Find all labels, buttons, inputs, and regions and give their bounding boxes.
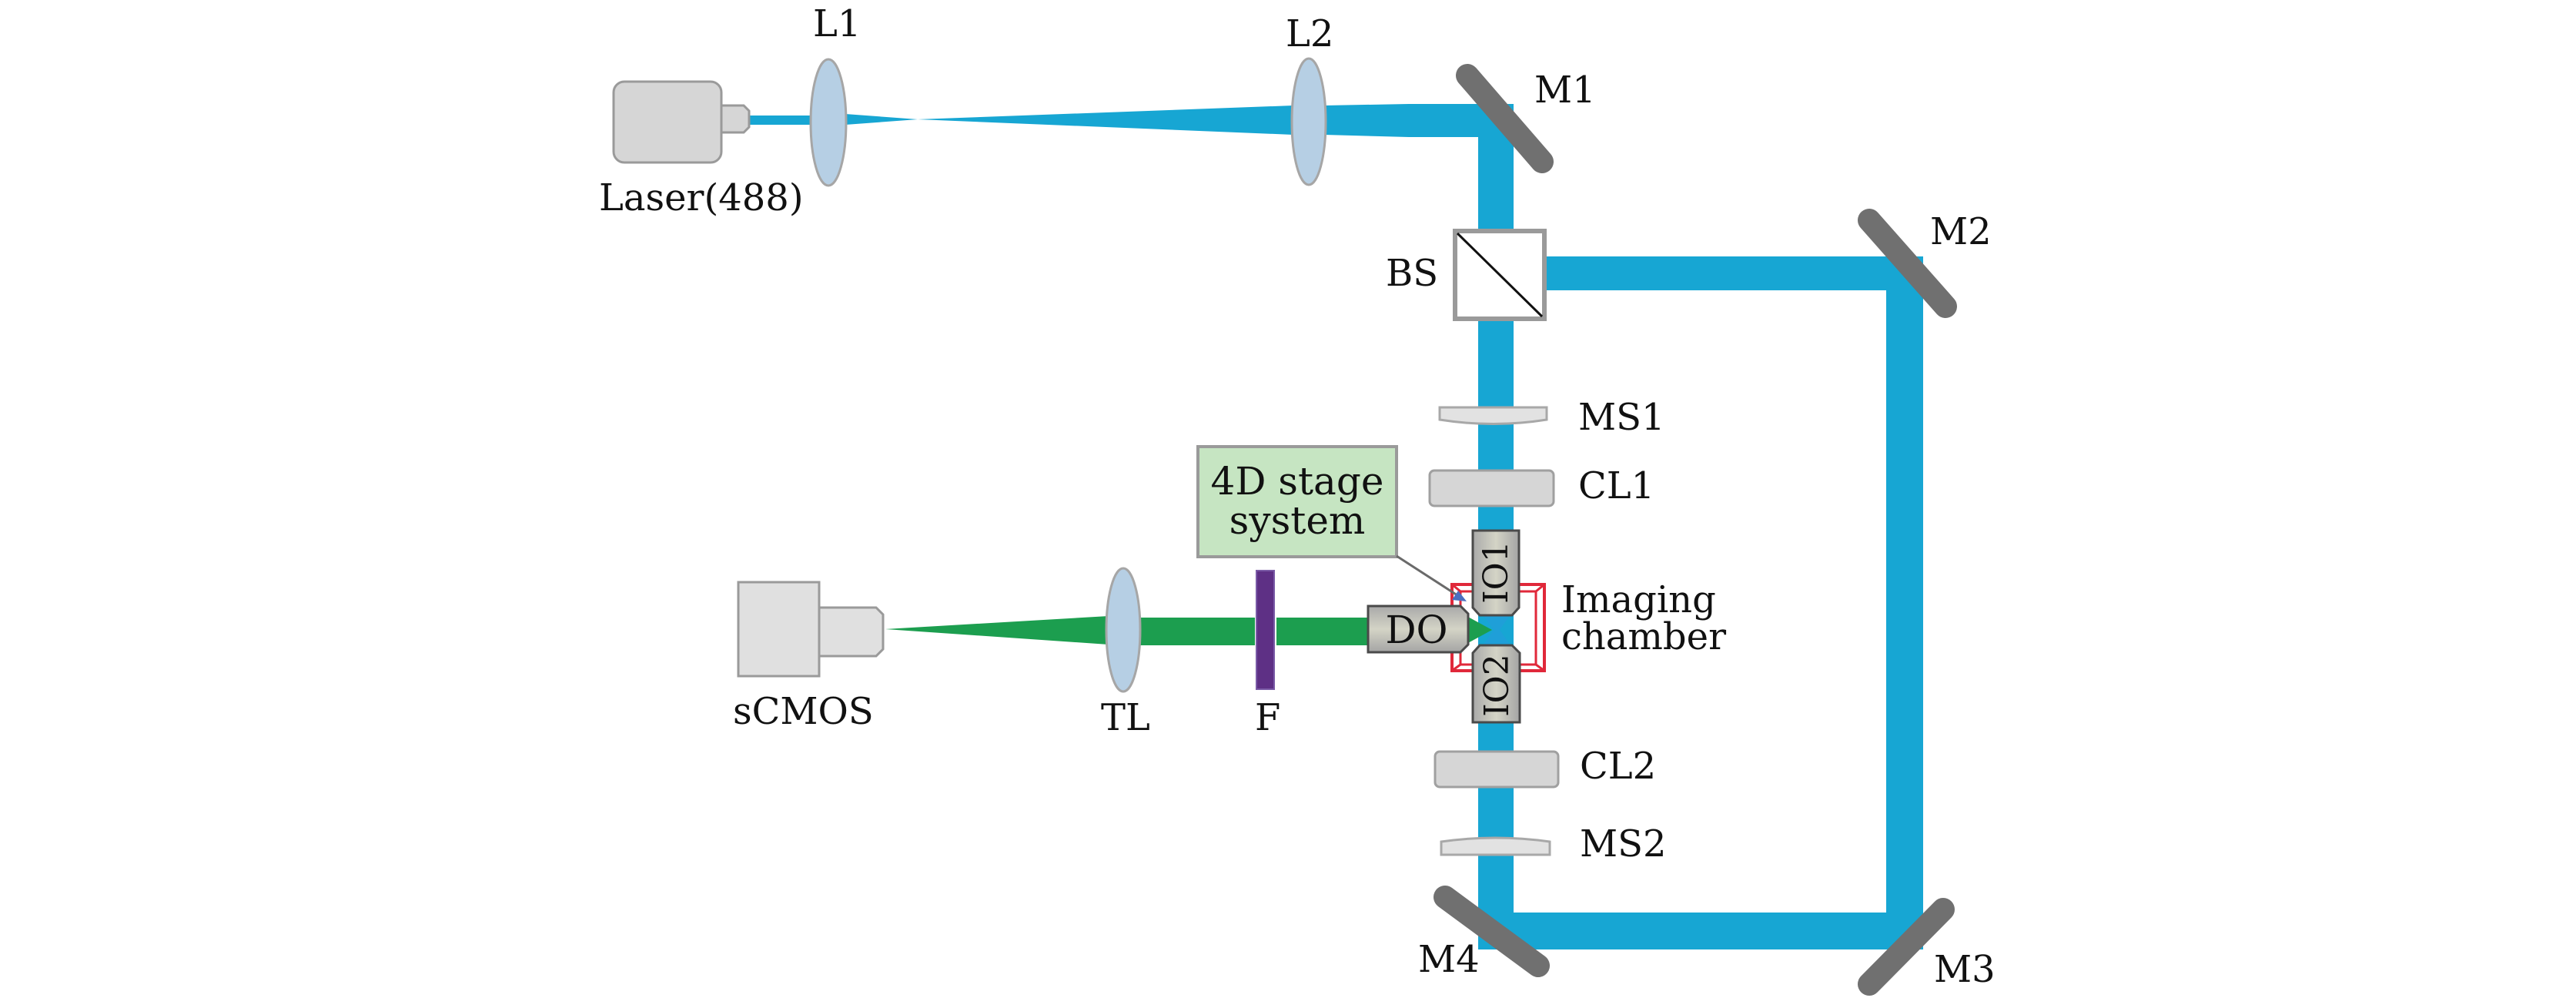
io1-body xyxy=(1471,529,1521,617)
cl1-lens xyxy=(1428,469,1555,507)
camera-body xyxy=(737,581,821,678)
cl1-label: CL1 xyxy=(1578,464,1654,507)
mirror-m1: M1 xyxy=(1456,64,1596,173)
stage-label-line2: system xyxy=(1229,498,1366,543)
beam-tl-to-filter xyxy=(1138,618,1255,645)
lens-l2: L2 xyxy=(1286,12,1333,186)
m3-label: M3 xyxy=(1934,948,1996,991)
laser-label: Laser(488) xyxy=(599,176,804,219)
beam-l2-to-m1 xyxy=(1324,104,1514,137)
beam-splitter: BS xyxy=(1386,229,1547,321)
mask-ms1: MS1 xyxy=(1438,396,1665,439)
do-body xyxy=(1367,604,1470,654)
m2-label: M2 xyxy=(1930,210,1992,253)
lens-icon xyxy=(809,58,848,187)
light-sheet-focus xyxy=(1483,615,1510,645)
illumination-objective-io2: IO2 xyxy=(1471,644,1521,724)
mirror-m2: M2 xyxy=(1858,209,1992,318)
laser: Laser(488) xyxy=(599,80,804,219)
stage-system: 4D stage system xyxy=(1196,445,1467,601)
emission-beam xyxy=(885,616,1370,645)
beam-bs-to-m2 xyxy=(1544,256,1923,290)
chamber-edge xyxy=(1535,663,1545,672)
scmos-camera: sCMOS xyxy=(733,581,885,733)
cylindrical-lens-cl2: CL2 xyxy=(1434,745,1656,789)
cl2-lens xyxy=(1434,750,1560,789)
bs-label: BS xyxy=(1386,252,1438,295)
l1-label: L1 xyxy=(813,2,861,45)
mirror-icon xyxy=(1858,898,1955,996)
beam-bottom xyxy=(1478,913,1923,949)
stage-label-line1: 4D stage xyxy=(1211,459,1384,504)
stage-pointer-arrowhead-icon xyxy=(1452,591,1467,601)
lens-icon xyxy=(1105,567,1142,693)
beam-l1-converge xyxy=(845,114,918,125)
camera-label: sCMOS xyxy=(733,690,874,733)
filter-label: F xyxy=(1255,696,1280,739)
illumination-objective-io1: IO1 xyxy=(1471,529,1521,617)
tube-lens: TL xyxy=(1101,567,1150,739)
chamber-edge xyxy=(1451,583,1461,593)
stage-box xyxy=(1196,445,1398,558)
chamber-label-line2: chamber xyxy=(1561,615,1726,658)
mirror-m3: M3 xyxy=(1858,898,1996,996)
m4-label: M4 xyxy=(1418,938,1480,981)
lens-l1: L1 xyxy=(809,2,861,187)
mirror-icon xyxy=(1434,886,1550,977)
stage-pointer-line xyxy=(1396,554,1460,598)
io2-label: IO2 xyxy=(1477,654,1517,716)
emission-filter: F xyxy=(1255,570,1280,739)
mirror-m4: M4 xyxy=(1418,886,1550,981)
beam-camera-cone xyxy=(885,616,1109,645)
beam-diverge-to-l2 xyxy=(918,105,1293,135)
l2-label: L2 xyxy=(1286,12,1333,55)
beam-splitter-diagonal xyxy=(1456,232,1544,318)
mirror-icon xyxy=(1456,64,1554,173)
laser-nozzle xyxy=(720,104,751,134)
cylindrical-lens-cl1: CL1 xyxy=(1428,464,1654,507)
do-label: DO xyxy=(1385,608,1447,652)
chamber-edge xyxy=(1535,583,1545,593)
laser-body xyxy=(612,80,723,164)
chamber-label-line1: Imaging xyxy=(1561,578,1716,621)
lens-icon xyxy=(1290,57,1327,186)
emission-cone xyxy=(1467,616,1492,644)
camera-nozzle xyxy=(818,606,885,658)
cl2-label: CL2 xyxy=(1580,745,1656,788)
beam-laser-to-l1 xyxy=(749,116,812,125)
detection-objective-do: DO xyxy=(1367,604,1470,654)
ms1-label: MS1 xyxy=(1578,396,1665,439)
beam-right-vertical xyxy=(1886,256,1923,949)
beam-filter-to-do xyxy=(1276,618,1370,645)
m1-label: M1 xyxy=(1534,69,1596,112)
tl-label: TL xyxy=(1101,696,1150,739)
mirror-icon xyxy=(1858,209,1957,318)
io2-body xyxy=(1471,644,1521,724)
chamber-edge xyxy=(1451,663,1461,672)
io1-label: IO1 xyxy=(1477,541,1516,603)
ms1-plate xyxy=(1438,406,1548,425)
filter-plate xyxy=(1256,570,1275,690)
ms2-label: MS2 xyxy=(1580,822,1667,866)
mask-ms2: MS2 xyxy=(1440,822,1667,866)
ms2-plate xyxy=(1440,836,1551,856)
